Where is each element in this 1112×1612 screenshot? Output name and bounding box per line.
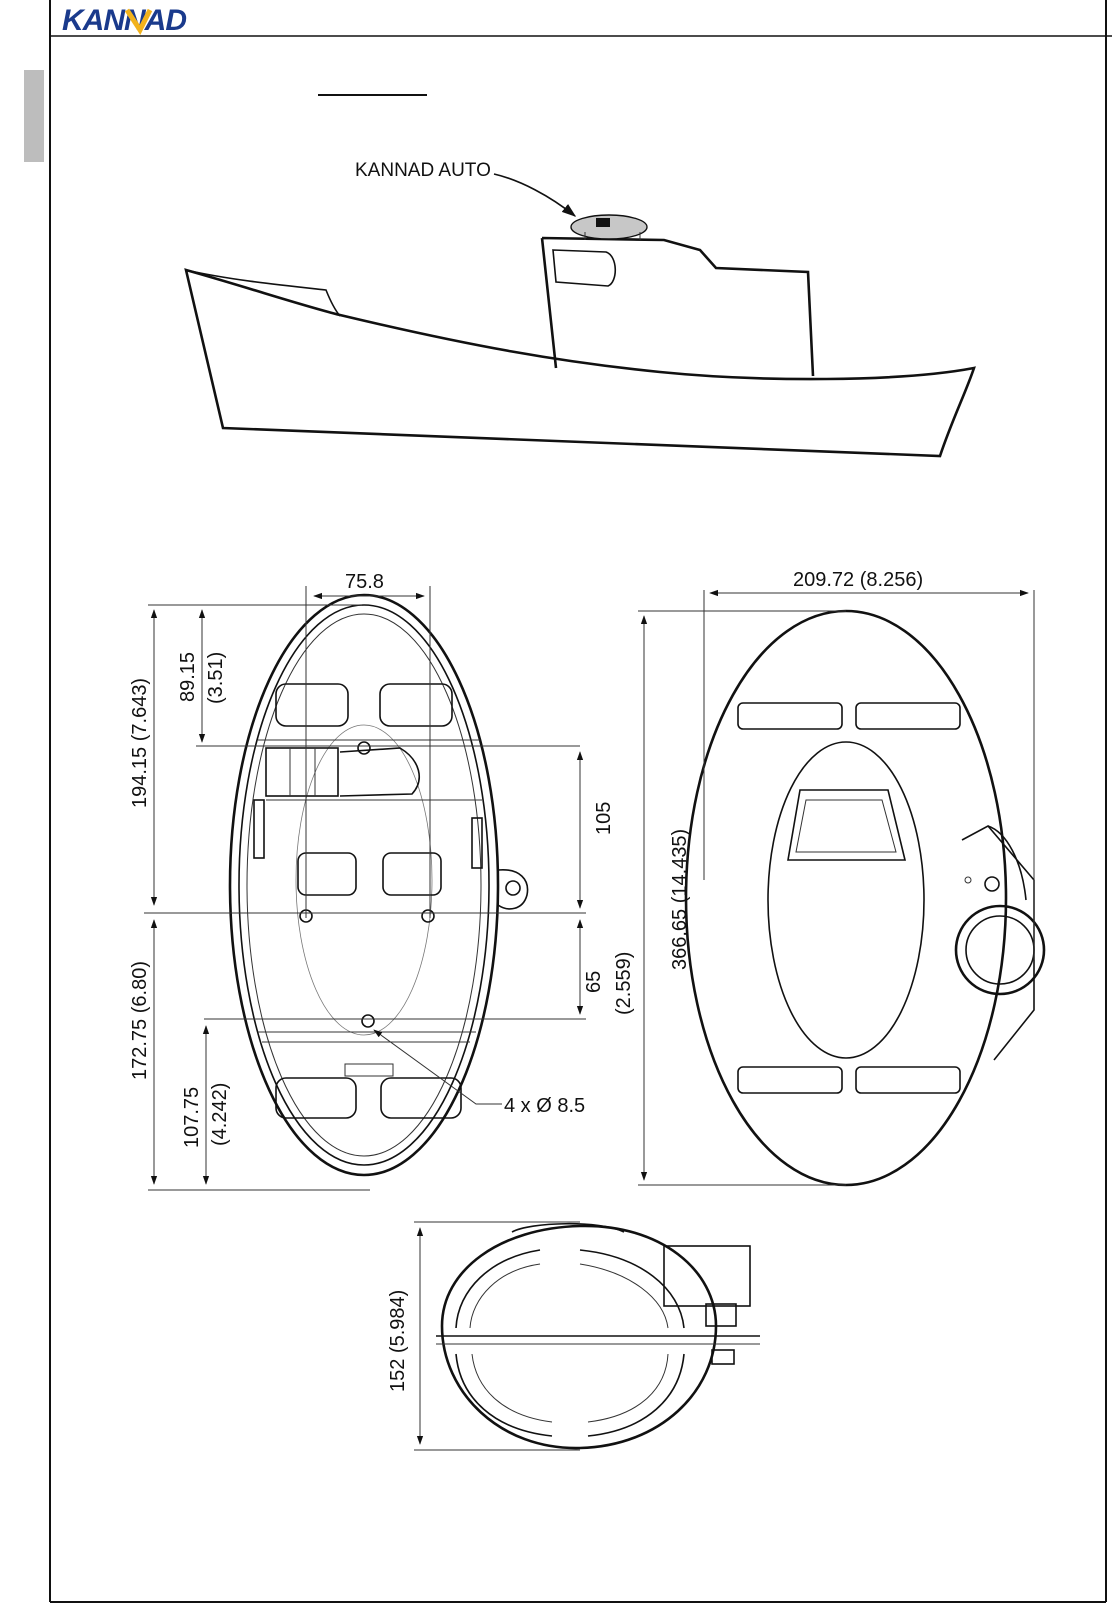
lug-hole <box>506 881 520 895</box>
dim-front-width: 75.8 <box>345 571 384 593</box>
dim-side-width: 209.72 (8.256) <box>793 569 923 591</box>
dim-hole-spacing-upper: 105 <box>593 802 615 835</box>
kannad-logo: KANNAD <box>62 4 186 37</box>
beacon-outline <box>296 725 432 1035</box>
lower-pads <box>276 1064 461 1118</box>
callout-arrow <box>494 174 575 216</box>
left-slot <box>254 800 264 858</box>
dim-top-to-hole-mm: 89.15 <box>177 652 199 702</box>
side-view-beacon: 209.72 (8.256) 366.65 (14.435) <box>638 569 1044 1185</box>
cabin-window <box>553 250 615 286</box>
bottom-outer-shell <box>442 1226 716 1448</box>
bracket-inner-lip <box>247 614 481 1156</box>
side-outer-shell <box>686 611 1006 1185</box>
holes-callout: 4 x Ø 8.5 <box>504 1095 585 1117</box>
dim-bottom-depth: 152 (5.984) <box>387 1290 409 1392</box>
mounting-holes <box>300 742 434 1027</box>
dim-top-to-hole-in: (3.51) <box>205 652 227 704</box>
boat-cabin <box>542 238 813 376</box>
dim-bottom-to-hole-in: (4.242) <box>209 1083 231 1146</box>
upper-pads <box>276 684 452 895</box>
page-frame <box>50 0 1112 1602</box>
side-pads <box>738 703 960 1093</box>
bracket-outer-rim <box>230 595 498 1175</box>
dim-center-to-bottom: 172.75 (6.80) <box>129 961 151 1080</box>
dim-top-to-center: 194.15 (7.643) <box>129 678 151 808</box>
dim-side-height: 366.65 (14.435) <box>669 829 691 970</box>
side-tab <box>24 70 44 162</box>
ribs <box>258 740 482 1042</box>
side-lug <box>498 870 528 909</box>
latch-window <box>266 748 419 796</box>
side-hinge <box>956 826 1044 1060</box>
boat-hull <box>186 270 974 456</box>
logo-text: KANNAD <box>62 4 186 37</box>
dim-bottom-to-hole-mm: 107.75 <box>181 1087 203 1148</box>
front-view-bracket: 75.8 194.15 (7.643) 89.15 (3.51) 105 65 … <box>129 571 635 1190</box>
dim-hole-spacing-lower-in: (2.559) <box>613 952 635 1015</box>
beacon-on-roof <box>571 215 647 240</box>
bottom-view-beacon: 152 (5.984) <box>387 1222 760 1450</box>
boat-illustration: KANNAD AUTO <box>186 160 974 456</box>
bottom-arcs <box>456 1250 684 1436</box>
boat-callout-label: KANNAD AUTO <box>355 160 491 181</box>
dim-hole-spacing-lower-mm: 65 <box>583 971 605 993</box>
